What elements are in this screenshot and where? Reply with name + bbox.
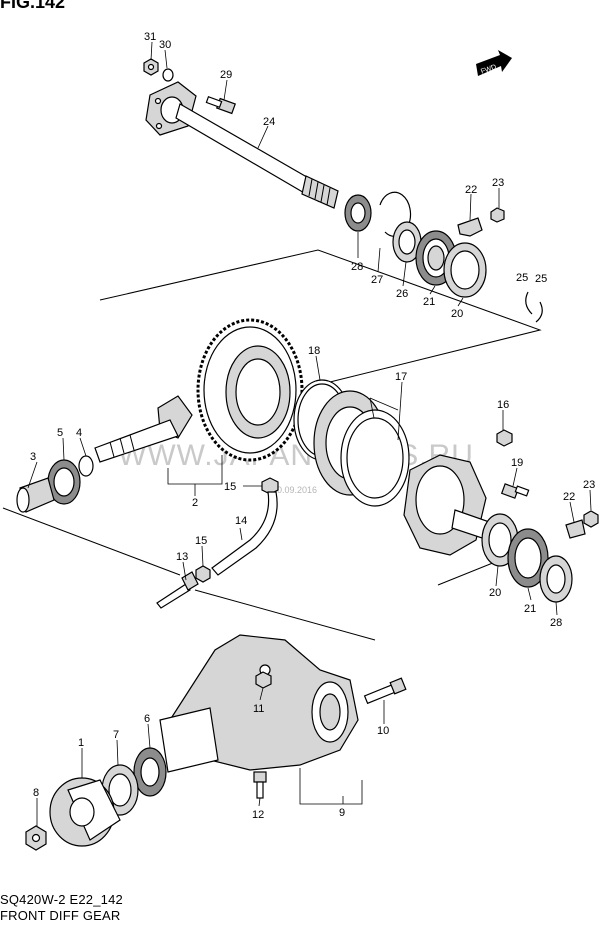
bolt-11 [255,671,272,689]
clip-25-left [525,291,533,315]
callout-label: 15 [224,481,236,493]
axle-spline-end [301,175,339,209]
callout-label: 8 [33,787,39,799]
spacer-4 [78,455,94,477]
bolt-23-lower [583,510,599,528]
callout-label: 12 [252,809,264,821]
fwd-arrow-icon: FWD [476,50,512,76]
callout-label: 23 [583,479,595,491]
callout-label: 20 [489,587,501,599]
oil-seal-28-lower [539,555,573,603]
bearing-3 [16,477,55,513]
drive-pinion-2 [94,395,193,463]
upper-assembly-frame [99,249,542,383]
callout-label: 23 [492,177,504,189]
callout-label: 1 [78,737,84,749]
bearing-21-upper [415,230,457,286]
breather-hose-14 [211,491,278,576]
callout-label: 29 [220,69,232,81]
callout-label: 6 [144,713,150,725]
callout-label: 26 [396,288,408,300]
callout-label: 18 [308,345,320,357]
spacer-26 [392,221,422,263]
diagram-name-caption: FRONT DIFF GEAR [0,908,121,923]
callout-label: 22 [465,184,477,196]
callout-label: 17 [395,371,407,383]
oil-seal-28-upper [344,194,372,232]
callout-label: 9 [339,807,345,819]
callout-label: 4 [76,427,82,439]
callout-label: 16 [497,399,509,411]
middle-assembly-frame [2,507,376,641]
bearing-race-20-upper [443,242,487,298]
bracket-22-upper [457,217,483,237]
bolt-23-upper [490,207,505,223]
watermark: WWW.JAPANCARTS.RU [118,439,474,472]
callout-label: 28 [351,261,363,273]
bearing-21-lower [507,528,549,588]
clip-25-right [535,301,543,323]
callout-label: 15 [195,535,207,547]
bolt-10 [363,677,407,705]
ring-gear-2 [196,318,304,462]
callout-label: 7 [113,729,119,741]
bolt-19 [500,483,530,499]
callout-label: 5 [57,427,63,439]
breather-union-15-lower [195,565,211,583]
callout-label: 2 [192,497,198,509]
bolt-12 [253,771,267,799]
callout-label: 28 [550,617,562,629]
date-stamp: 20.09.2016 [272,485,317,495]
differential-carrier [159,634,359,773]
callout-label: 25 [535,273,547,285]
axle-shaft-24 [175,103,319,203]
callout-label: 14 [235,515,247,527]
bolt-29 [205,96,236,115]
breather-plug-13 [156,571,199,609]
callout-label: 21 [423,296,435,308]
nut-8 [25,825,47,851]
oil-seal-6 [133,747,167,797]
figure-title: FIG.142 [0,0,66,12]
leader-lines [27,41,592,826]
callout-label: 25 [516,272,528,284]
callout-label: 27 [371,274,383,286]
differential-case [403,454,499,556]
callout-label: 10 [377,725,389,737]
callout-label: 21 [524,603,536,615]
callout-label: 30 [159,39,171,51]
callout-label: 24 [263,116,275,128]
bolt-16 [496,429,513,447]
companion-flange-1 [49,777,121,847]
washer-30 [162,68,174,82]
callout-label: 13 [176,551,188,563]
breather-union-15-upper [261,477,279,495]
callout-label: 22 [563,491,575,503]
nut-31 [143,58,159,76]
model-code-caption: SQ420W-2 E22_142 [0,892,123,907]
side-gear-17-b [340,409,410,507]
callout-label: 31 [144,31,156,43]
callout-label: 20 [451,308,463,320]
bracket-22-lower [565,519,586,539]
callout-labels: 31 30 29 24 22 23 28 27 26 21 20 25 25 1… [30,31,595,821]
callout-label: 19 [511,457,523,469]
callout-label: 3 [30,451,36,463]
callout-label: 11 [253,703,264,715]
